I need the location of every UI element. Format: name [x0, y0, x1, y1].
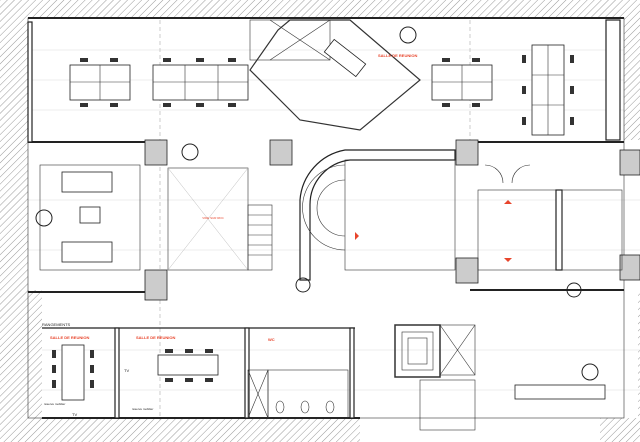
meeting-room-bottom-left-label: SALLE DE REUNION	[50, 335, 89, 340]
meeting-room-top-label: SALLE DE REUNION	[378, 53, 417, 58]
elevator-core	[394, 324, 606, 431]
storage-label: RANGEMENTS	[42, 322, 71, 327]
chairs	[80, 55, 574, 125]
tv-label-2: TV	[124, 368, 129, 373]
lounge	[35, 26, 599, 381]
wc-label: WC	[268, 337, 275, 342]
desks	[69, 44, 565, 136]
meeting-room-top: SALLE DE REUNION	[249, 19, 421, 131]
meeting-room-bottom-middle-label: SALLE DE REUNION	[136, 335, 175, 340]
staircase	[247, 149, 456, 281]
furniture-storage-label-2: réserve mobilier	[132, 407, 153, 411]
void-label: VIDE SUR RDC	[202, 216, 224, 220]
furniture-storage-label-1: réserve mobilier	[44, 402, 65, 406]
lower-rooms: RANGEMENTS SALLE DE REUNION SALLE DE REU…	[42, 322, 355, 419]
tv-label-1: TV	[72, 412, 77, 417]
corridor	[477, 164, 623, 271]
